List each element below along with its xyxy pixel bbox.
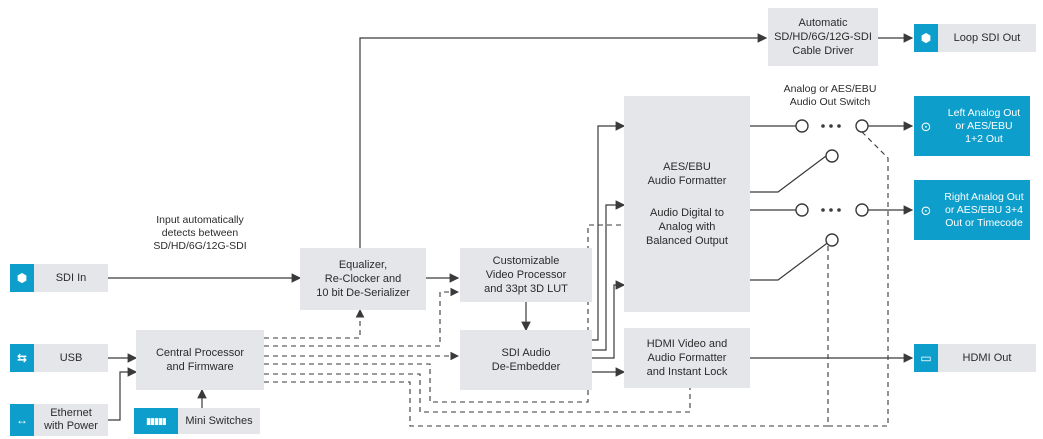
ethernet-label: Ethernet with Power — [34, 404, 108, 436]
audio-formatter-subtitle: Audio Digital to Analog with Balanced Ou… — [646, 207, 728, 247]
hdmi-out-label: HDMI Out — [938, 344, 1036, 372]
central-processor-block: Central Processor and Firmware — [136, 330, 264, 390]
sdi-in-port: ⬢ SDI In — [10, 264, 108, 292]
hdmi-formatter-block: HDMI Video and Audio Formatter and Insta… — [624, 328, 750, 388]
mini-switches: ▮▮▮▮▮ Mini Switches — [134, 408, 260, 434]
hdmi-out-port: ▭ HDMI Out — [914, 344, 1036, 372]
input-note: Input automatically detects between SD/H… — [153, 214, 247, 252]
right-analog-out-label: Right Analog Out or AES/EBU 3+4 Out or T… — [944, 190, 1024, 229]
cable-driver-block: Automatic SD/HD/6G/12G-SDI Cable Driver — [768, 8, 878, 66]
xlr-connector-icon: ⊙ — [920, 118, 932, 134]
sdi-connector-icon: ⬢ — [914, 24, 938, 52]
usb-label: USB — [34, 344, 108, 372]
usb-icon: ⇆ — [10, 344, 34, 372]
loop-sdi-out-label: Loop SDI Out — [938, 24, 1036, 52]
left-analog-out-label: Left Analog Out or AES/EBU 1+2 Out — [947, 106, 1021, 145]
right-analog-out-port: ⊙ Right Analog Out or AES/EBU 3+4 Out or… — [914, 180, 1030, 240]
loop-sdi-out-port: ⬢ Loop SDI Out — [914, 24, 1036, 52]
dip-switch-icon: ▮▮▮▮▮ — [134, 408, 178, 434]
xlr-connector-icon: ⊙ — [920, 202, 932, 218]
mini-switches-label: Mini Switches — [178, 408, 260, 434]
equalizer-block: Equalizer, Re-Clocker and 10 bit De-Seri… — [300, 248, 426, 310]
usb-port: ⇆ USB — [10, 344, 108, 372]
hdmi-connector-icon: ▭ — [914, 344, 938, 372]
switch-note: Analog or AES/EBU Audio Out Switch — [783, 83, 877, 108]
ethernet-icon: ↔ — [10, 404, 34, 436]
audio-formatter-block: AES/EBU Audio Formatter Audio Digital to… — [624, 96, 750, 312]
audio-formatter-title: AES/EBU Audio Formatter — [647, 161, 727, 187]
sdi-connector-icon: ⬢ — [10, 264, 34, 292]
ethernet-port: ↔ Ethernet with Power — [10, 404, 108, 436]
sdi-in-label: SDI In — [34, 264, 108, 292]
left-analog-out-port: ⊙ Left Analog Out or AES/EBU 1+2 Out — [914, 96, 1030, 156]
sdi-audio-block: SDI Audio De-Embedder — [460, 330, 592, 390]
video-processor-block: Customizable Video Processor and 33pt 3D… — [460, 248, 592, 302]
